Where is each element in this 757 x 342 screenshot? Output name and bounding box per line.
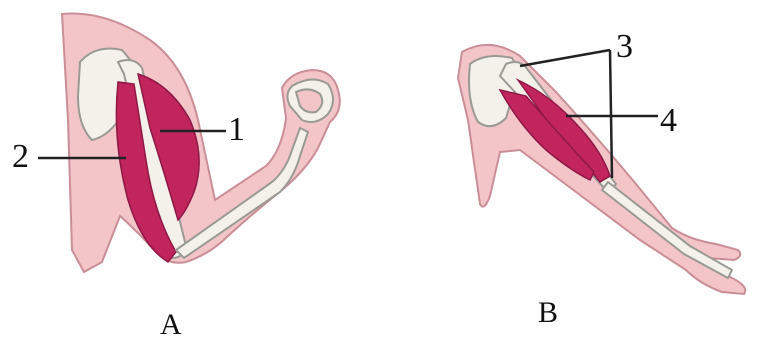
label-1: 1: [228, 113, 245, 147]
label-4: 4: [660, 104, 677, 138]
label-2: 2: [12, 140, 29, 174]
arm-figure-b: [458, 45, 745, 294]
caption-a: A: [160, 310, 182, 340]
label-3: 3: [616, 30, 633, 64]
arm-figure-a: [38, 14, 340, 272]
radius-ulna-b: [602, 182, 732, 278]
leader-line-3a: [520, 50, 610, 66]
caption-b: B: [538, 298, 558, 328]
